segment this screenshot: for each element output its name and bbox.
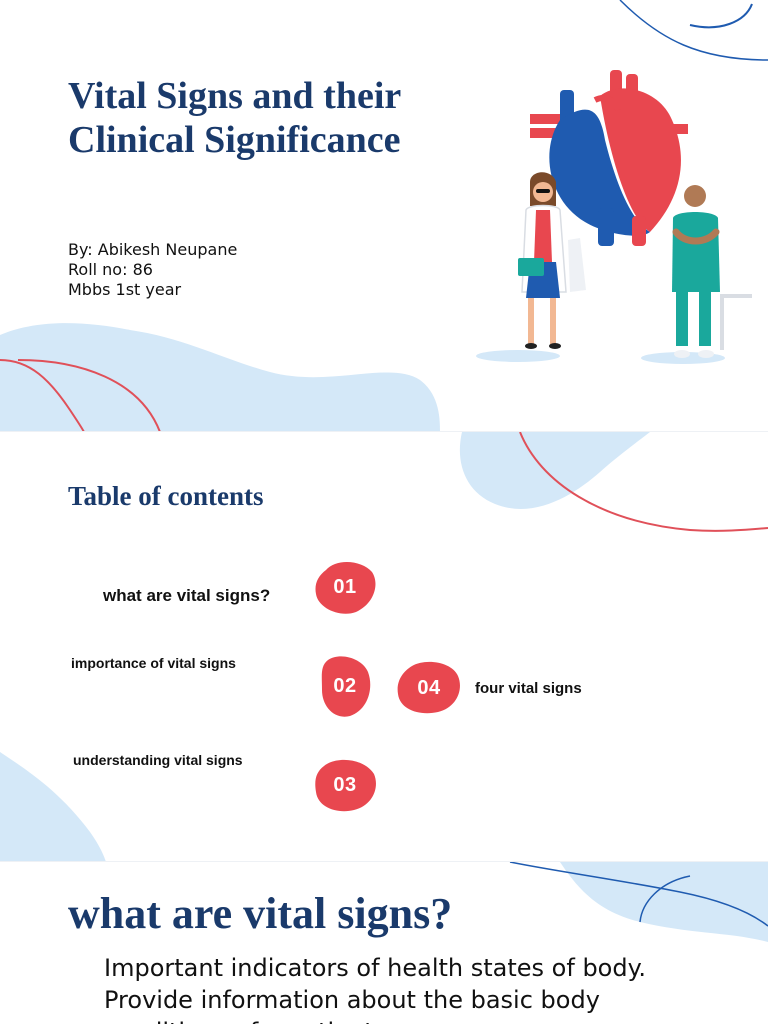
toc-item-number: 02	[333, 674, 357, 697]
background-decoration	[0, 0, 768, 432]
toc-item-badge-01[interactable]: 01	[312, 558, 378, 616]
slide-table-of-contents: Table of contents what are vital signs? …	[0, 432, 768, 862]
toc-item-number: 01	[333, 575, 357, 598]
female-doctor-figure	[518, 172, 586, 349]
roll-number: Roll no: 86	[68, 260, 153, 279]
toc-item-label-04[interactable]: four vital signs	[475, 680, 582, 697]
background-decoration	[0, 432, 768, 862]
toc-item-badge-03[interactable]: 03	[312, 756, 378, 814]
slide-heading: what are vital signs?	[68, 889, 453, 938]
toc-item-label-02[interactable]: importance of vital signs	[71, 655, 236, 671]
author-info: By: Abikesh Neupane Roll no: 86 Mbbs 1st…	[68, 240, 237, 300]
author-name: By: Abikesh Neupane	[68, 240, 238, 259]
presentation-title: Vital Signs and their Clinical Significa…	[68, 74, 401, 162]
background-decoration	[509, 862, 768, 942]
body-line-2: Provide information about the basic body	[104, 986, 600, 1014]
heart-icon	[530, 70, 688, 246]
slide-what-are-vital-signs: what are vital signs? Important indicato…	[0, 862, 768, 1024]
slide-title: Vital Signs and their Clinical Significa…	[0, 0, 768, 432]
male-doctor-figure	[672, 185, 752, 358]
toc-title: Table of contents	[68, 481, 264, 511]
heart-doctors-illustration	[476, 70, 752, 364]
toc-item-label-01[interactable]: what are vital signs?	[103, 586, 271, 605]
toc-item-badge-02[interactable]: 02	[318, 654, 372, 718]
academic-year: Mbbs 1st year	[68, 280, 182, 299]
toc-item-label-03[interactable]: understanding vital signs	[73, 752, 243, 768]
body-line-3: conditions of a patient	[104, 1016, 744, 1024]
toc-item-number: 04	[417, 676, 441, 699]
toc-item-badge-04[interactable]: 04	[396, 660, 462, 716]
toc-item-number: 03	[333, 773, 357, 796]
title-line-1: Vital Signs and their	[68, 75, 402, 117]
body-line-1: Important indicators of health states of…	[104, 954, 647, 982]
title-line-2: Clinical Significance	[68, 119, 401, 161]
slide-body-text: Important indicators of health states of…	[104, 952, 744, 1024]
